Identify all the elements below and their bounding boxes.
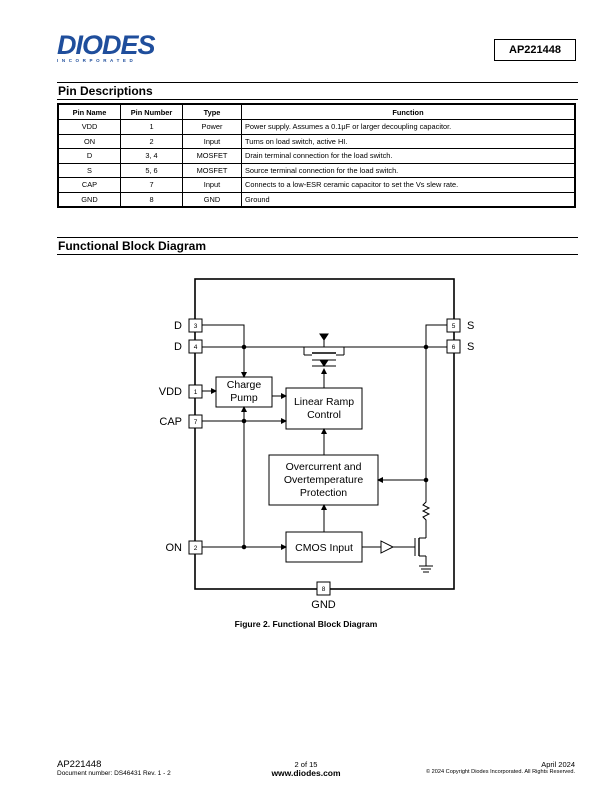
table-row: VDD 1 Power Power supply. Assumes a 0.1μ…	[57, 119, 576, 135]
column-header: Function	[241, 103, 576, 120]
footer-page-number: 2 of 15	[294, 760, 318, 769]
pin2-number: 2	[194, 545, 198, 552]
overcurrent-label-3: Protection	[300, 487, 347, 499]
table-row: D 3, 4 MOSFET Drain terminal connection …	[57, 148, 576, 164]
pin-table-header-row: Pin Name Pin Number Type Function	[57, 103, 576, 120]
pin-number-cell: 2	[120, 133, 183, 149]
pin1-name: VDD	[159, 386, 182, 398]
table-row: S 5, 6 MOSFET Source terminal connection…	[57, 162, 576, 178]
footer-website: www.diodes.com	[271, 768, 341, 778]
pin-function-cell: Turns on load switch, active HI.	[241, 133, 576, 149]
pin7-name: CAP	[159, 416, 182, 428]
footer-part-number: AP221448	[57, 759, 102, 770]
pin6-name: S	[467, 341, 474, 353]
table-row: ON 2 Input Turns on load switch, active …	[57, 133, 576, 149]
pin4-number: 4	[194, 344, 198, 351]
pin8-name: GND	[311, 599, 336, 611]
logo-subtitle: INCORPORATED	[57, 58, 137, 63]
linear-ramp-label-1: Linear Ramp	[294, 396, 354, 408]
pin-function-cell: Power supply. Assumes a 0.1μF or larger …	[241, 119, 576, 135]
table-row: GND 8 GND Ground	[57, 191, 576, 208]
block-diagram-title: Functional Block Diagram	[57, 237, 578, 255]
pin2-name: ON	[166, 542, 183, 554]
pin3-number: 3	[194, 323, 198, 330]
cmos-input-label: CMOS Input	[295, 542, 353, 554]
pin-type-cell: GND	[182, 191, 242, 208]
footer-date: April 2024	[541, 760, 575, 769]
pin-type-cell: MOSFET	[182, 148, 242, 164]
pin-type-cell: Power	[182, 119, 242, 135]
charge-pump-label-1: Charge	[227, 379, 262, 391]
pin-name-cell: ON	[57, 133, 121, 149]
company-logo: DIODES INCORPORATED	[57, 30, 167, 64]
pin3-name: D	[174, 320, 182, 332]
pin-type-cell: Input	[182, 133, 242, 149]
pin-function-cell: Source terminal connection for the load …	[241, 162, 576, 178]
overcurrent-label-1: Overcurrent and	[286, 461, 362, 473]
pin6-number: 6	[452, 344, 456, 351]
pin-name-cell: VDD	[57, 119, 121, 135]
pin7-number: 7	[194, 419, 198, 426]
pin5-number: 5	[452, 323, 456, 330]
footer-copyright: © 2024 Copyright Diodes Incorporated. Al…	[425, 769, 575, 775]
overcurrent-label-2: Overtemperature	[284, 474, 364, 486]
pin-number-cell: 8	[120, 191, 183, 208]
linear-ramp-label-2: Control	[307, 409, 341, 421]
column-header: Type	[182, 103, 242, 120]
pin-table: Pin Name Pin Number Type Function VDD 1 …	[57, 103, 576, 208]
column-header: Pin Name	[57, 103, 121, 120]
logo-wordmark: DIODES	[57, 30, 156, 60]
part-number-box: AP221448	[494, 39, 576, 61]
pin8-number: 8	[322, 586, 326, 593]
pin-function-cell: Drain terminal connection for the load s…	[241, 148, 576, 164]
charge-pump-label-2: Pump	[230, 392, 258, 404]
footer-doc-number: Document number: DS46431 Rev. 1 - 2	[57, 770, 171, 777]
pin-function-cell: Ground	[241, 191, 576, 208]
pin1-number: 1	[194, 389, 198, 396]
pin-type-cell: MOSFET	[182, 162, 242, 178]
pin8-box	[316, 581, 331, 596]
figure-caption: Figure 2. Functional Block Diagram	[234, 619, 378, 629]
pin4-name: D	[174, 341, 182, 353]
pin5-name: S	[467, 320, 474, 332]
pin-descriptions-title: Pin Descriptions	[57, 82, 578, 100]
